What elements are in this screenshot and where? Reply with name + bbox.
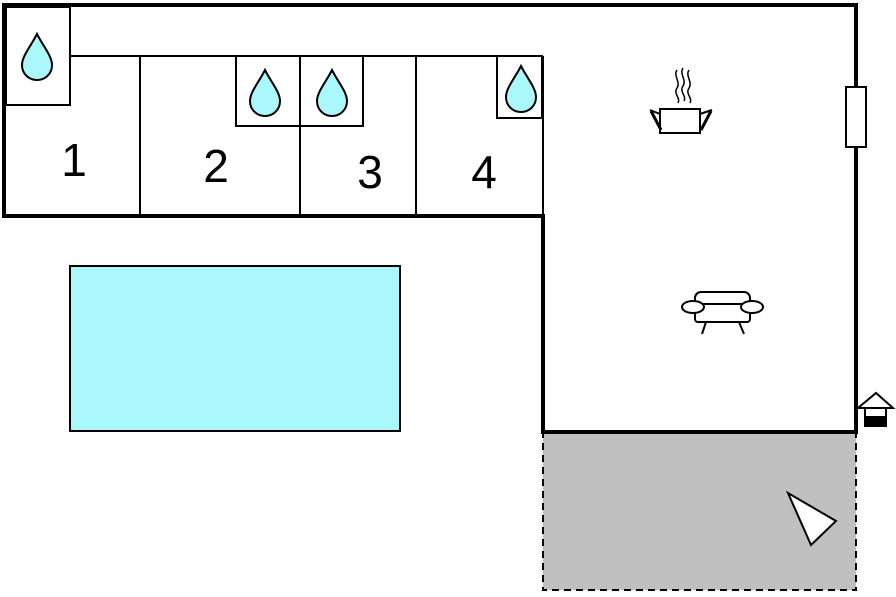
room-number-4: 4 (471, 146, 497, 198)
compass-arrow-icon (785, 490, 838, 547)
outer-walls (2, 3, 858, 434)
entrance-icon (855, 391, 896, 427)
cooking-pot-icon (649, 67, 713, 134)
pool (69, 265, 401, 432)
window-icon (845, 86, 867, 148)
room-number-1: 1 (61, 134, 87, 186)
sofa-icon (681, 291, 764, 335)
room-number-3: 3 (357, 146, 383, 198)
room-number-2: 2 (203, 140, 229, 192)
